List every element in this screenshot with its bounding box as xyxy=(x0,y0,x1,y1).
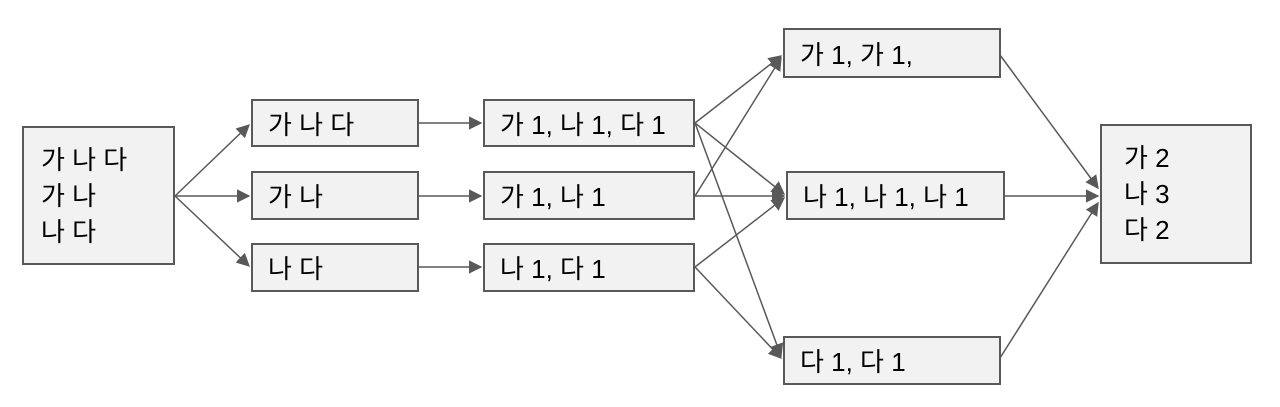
node-split-1-label: 가 나 다 xyxy=(268,109,355,140)
node-shuffle-2-label: 나 1, 나 1, 나 1 xyxy=(803,182,969,212)
node-shuffle-3: 다 1, 다 1 xyxy=(783,336,1001,385)
node-map-3: 나 1, 다 1 xyxy=(483,243,695,292)
arrow-map-1-to-shuffle-3 xyxy=(694,122,784,358)
node-shuffle-2: 나 1, 나 1, 나 1 xyxy=(786,171,1005,220)
node-shuffle-3-label: 다 1, 다 1 xyxy=(800,347,906,377)
node-split-3-label: 나 다 xyxy=(268,254,324,284)
node-output: 가 2 나 3 다 2 xyxy=(1100,124,1252,264)
node-map-1: 가 1, 나 1, 다 1 xyxy=(483,99,695,147)
arrow-map-3-to-shuffle-2 xyxy=(694,197,786,268)
node-input-line-1: 가 나 다 xyxy=(41,144,128,175)
node-input: 가 나 다 가 나 나 다 xyxy=(22,126,175,265)
node-output-line-1: 가 2 xyxy=(1124,143,1170,173)
node-map-2-label: 가 1, 나 1 xyxy=(500,182,606,212)
node-output-line-2: 나 3 xyxy=(1124,179,1170,209)
node-split-1: 가 나 다 xyxy=(251,99,419,147)
node-split-3: 나 다 xyxy=(251,243,419,292)
arrow-map-2-to-shuffle-1 xyxy=(694,56,782,197)
node-input-line-2: 가 나 xyxy=(41,180,97,211)
node-input-line-3: 나 다 xyxy=(41,216,97,247)
arrow-input-to-split-1 xyxy=(174,124,250,197)
arrow-map-1-to-shuffle-2 xyxy=(694,122,786,195)
arrow-map-1-to-shuffle-1 xyxy=(694,55,783,124)
arrow-shuffle-1-to-output xyxy=(999,54,1099,190)
arrow-map-3-to-shuffle-3 xyxy=(694,266,782,359)
node-map-2: 가 1, 나 1 xyxy=(483,171,695,220)
node-map-3-label: 나 1, 다 1 xyxy=(500,254,606,284)
node-shuffle-1-label: 가 1, 가 1, xyxy=(800,39,913,70)
node-output-line-3: 다 2 xyxy=(1124,215,1170,245)
node-map-1-label: 가 1, 나 1, 다 1 xyxy=(500,109,666,140)
arrow-input-to-split-3 xyxy=(174,195,250,267)
node-split-2-label: 가 나 xyxy=(268,182,324,212)
node-shuffle-1: 가 1, 가 1, xyxy=(783,28,1001,78)
node-split-2: 가 나 xyxy=(251,171,419,220)
arrow-shuffle-3-to-output xyxy=(999,201,1099,359)
